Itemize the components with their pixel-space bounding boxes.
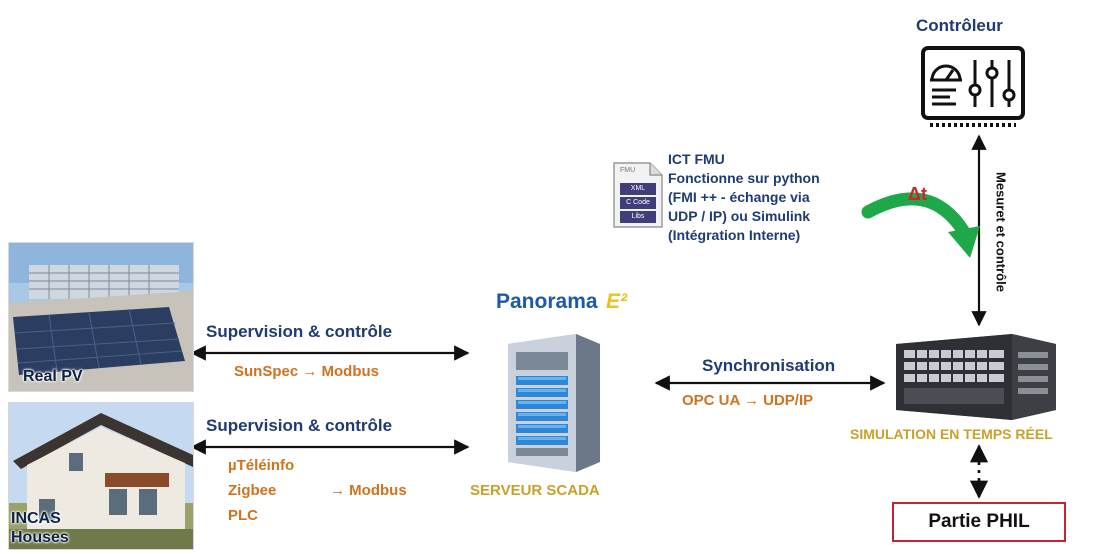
sync-link-label: Synchronisation bbox=[702, 356, 836, 375]
realtime-simulator-icon bbox=[892, 330, 1060, 422]
phil-box: Partie PHIL bbox=[892, 502, 1066, 542]
incas-houses-caption: INCAS Houses bbox=[11, 509, 69, 547]
delta-t-arrowhead bbox=[948, 226, 980, 258]
scada-server-label: SERVEUR SCADA bbox=[470, 482, 600, 499]
vertical-link-label: Mesuret et contrôle bbox=[993, 172, 1009, 292]
controller-icon bbox=[920, 45, 1026, 131]
delta-t-curved-arrow bbox=[861, 192, 971, 239]
real-pv-photo: Real PV bbox=[8, 242, 194, 392]
real-pv-caption: Real PV bbox=[23, 368, 83, 385]
ict-fmu-line-3: (FMI ++ - échange via bbox=[668, 189, 810, 205]
fmu-file-row-2: C Code bbox=[626, 199, 650, 206]
ict-fmu-line-4: UDP / IP) ou Simulink bbox=[668, 208, 811, 224]
controller-title: Contrôleur bbox=[916, 16, 1003, 35]
incas-houses-caption-line-2: Houses bbox=[11, 529, 69, 546]
panorama-name: Panorama bbox=[496, 290, 598, 313]
ict-fmu-line-1: ICT FMU bbox=[668, 151, 725, 167]
houses-protocol-target: → Modbus bbox=[330, 482, 407, 499]
pv-link-label: Supervision & contrôle bbox=[206, 322, 393, 341]
panorama-suffix: E² bbox=[606, 290, 627, 313]
panorama-logo: Panorama E² bbox=[496, 290, 627, 320]
fmu-file-icon: FMU XML C Code Libs bbox=[612, 161, 664, 229]
pv-link-protocol: SunSpec → Modbus bbox=[234, 363, 380, 380]
sync-link-protocol: OPC UA → UDP/IP bbox=[682, 392, 814, 409]
houses-protocol-2: Zigbee bbox=[228, 482, 277, 499]
houses-protocol-3: PLC bbox=[228, 507, 258, 524]
fmu-file-top-label: FMU bbox=[620, 167, 636, 174]
ict-fmu-line-5: (Intégration Interne) bbox=[668, 227, 801, 243]
fmu-file-row-3: Libs bbox=[631, 213, 645, 220]
phil-label: Partie PHIL bbox=[928, 511, 1030, 532]
incas-houses-photo: INCAS Houses bbox=[8, 402, 194, 550]
ict-fmu-description: ICT FMU Fonctionne sur python (FMI ++ - … bbox=[668, 150, 820, 245]
ict-fmu-line-2: Fonctionne sur python bbox=[668, 170, 820, 186]
simulator-label: SIMULATION EN TEMPS RÉEL bbox=[850, 426, 1053, 442]
houses-link-label: Supervision & contrôle bbox=[206, 416, 393, 435]
delta-t-label: Δt bbox=[908, 184, 927, 204]
scada-server-icon bbox=[498, 330, 606, 476]
houses-protocol-1: µTéléinfo bbox=[228, 457, 295, 474]
incas-houses-caption-line-1: INCAS bbox=[11, 510, 61, 527]
fmu-file-row-1: XML bbox=[630, 185, 646, 192]
